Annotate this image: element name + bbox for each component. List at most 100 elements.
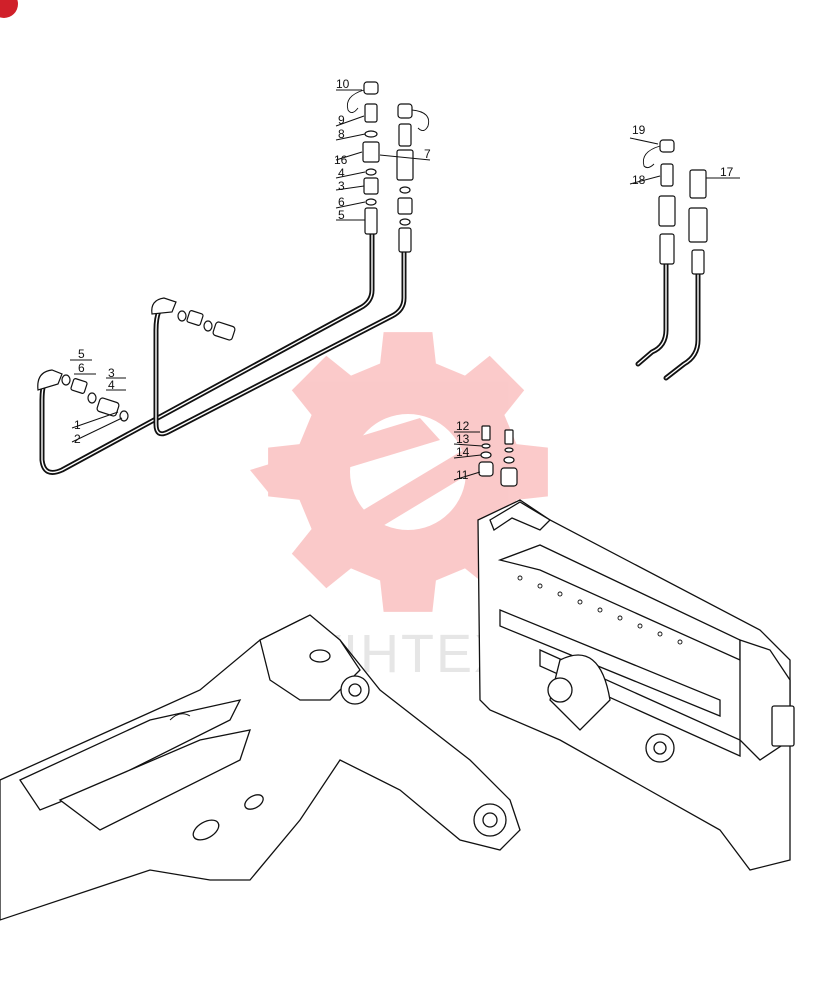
coupler-right [398,123,412,147]
coupler-nipple [364,103,378,123]
callout-16: 16 [334,153,348,167]
coupler-hook-a [549,654,611,731]
leader-8 [335,133,366,141]
rail-hole [637,623,643,629]
adapter-left [70,378,88,394]
boom-arm [0,614,521,921]
fitting-stack-right [396,103,430,253]
callout-3: 3 [338,179,345,193]
bushing-11 [478,461,494,477]
adapter-3 [363,177,379,195]
leader-11 [453,471,481,481]
callout-4-left: 4 [108,378,115,392]
leader-6a [335,201,366,209]
dust-cap-right [397,103,413,119]
leader-9 [335,115,365,127]
fitting-stack-left [346,81,380,235]
pivot-pin-a [348,683,362,697]
boom-plate-mid [58,729,251,831]
callout-1: 1 [74,418,81,432]
callout-2: 2 [74,432,81,446]
o-ring-mid-a [177,310,187,322]
rail-hole [597,607,603,613]
callout-5: 5 [338,208,345,222]
hose-d-core [665,271,699,379]
hose-c-core [637,261,667,365]
boom-detail [169,713,191,721]
o-ring-right-b [399,218,411,226]
leader-lines [70,89,740,481]
rail-hole [557,591,563,597]
boom-slot-a [192,819,220,841]
gear-hole [350,414,466,530]
hose-assembly-right [635,139,708,381]
leader-14 [453,454,482,459]
dust-cap-19 [659,139,675,153]
coupler-latch-plate [771,705,795,747]
boom-plate-top [19,699,242,811]
dust-cap [363,81,379,95]
rail-hole [617,615,623,621]
callout-6: 6 [338,195,345,209]
leader-2 [71,417,123,443]
o-ring-6 [365,198,377,206]
callout-3-left: 3 [108,366,115,380]
bushing-right [500,467,518,487]
leader-7 [379,154,431,161]
elbow-mid [151,297,177,315]
rail-hole [677,639,683,645]
callout-19: 19 [632,123,646,137]
callout-4: 4 [338,166,345,180]
o-ring-4 [365,168,377,176]
callout-labels: 10 9 8 16 7 4 3 6 5 5 6 3 4 1 2 19 18 17… [74,77,734,482]
coupler-pin-a [547,677,573,703]
adapter-16 [362,141,380,163]
coupler-left [96,397,120,417]
quick-coupler [477,499,795,871]
watermark-swoosh [250,418,440,492]
cap-strap [346,89,365,113]
coupler-17 [689,169,707,199]
hose-assembly-left [37,81,430,475]
corner-badge [0,0,18,18]
callout-7: 7 [424,147,431,161]
callout-17: 17 [720,165,734,179]
callout-12: 12 [456,419,470,433]
coupler-mid-rail [499,609,721,717]
coupler-18 [660,163,674,187]
bolt-right [504,429,514,445]
pivot-pin-b [482,812,498,828]
hose-end-17 [691,249,705,275]
elbow-fittings-mid [151,297,236,341]
hose-end-5 [364,207,378,235]
watermark-gear-logo [250,332,548,612]
adapter-mid [186,310,204,326]
leader-19 [629,137,659,145]
washer-14 [480,451,492,459]
boom-slot-b [244,794,264,810]
adapter-right-b [397,197,413,215]
leader-13 [453,443,483,447]
hose-d [663,269,701,381]
rail-hole [577,599,583,605]
callout-10: 10 [336,77,350,91]
callout-6-left: 6 [78,361,85,375]
cap-strap-19 [642,145,661,169]
callout-18: 18 [632,173,646,187]
bolt-12 [481,425,491,441]
o-ring-left-c [119,410,129,422]
callout-5-left: 5 [78,347,85,361]
o-ring-8 [364,130,378,138]
rail-hole [537,583,543,589]
washer-right-b [503,456,515,464]
washer-13 [481,443,491,449]
coupler-top-lug [489,501,552,531]
hose-c [635,259,669,367]
hose-end-right-stack [659,233,675,265]
watermark-swoosh-2 [360,440,492,530]
hose-end-right [398,227,412,253]
leader-4a [335,171,366,179]
leader-1 [71,411,119,429]
callout-11: 11 [456,468,469,482]
